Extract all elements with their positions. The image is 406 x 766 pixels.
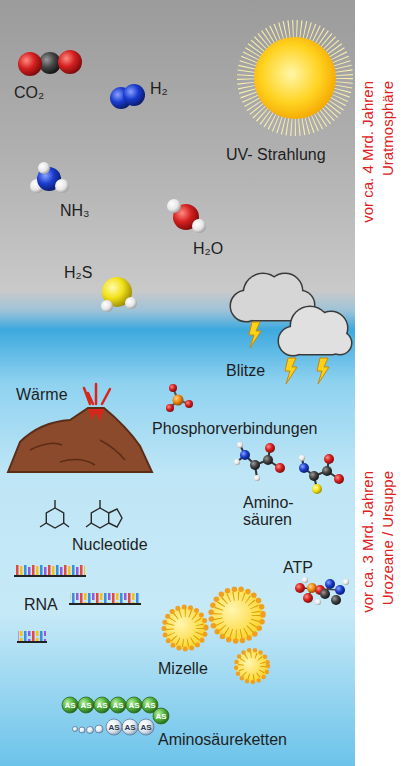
- amino-acid-bead-label-box: AS: [112, 701, 123, 710]
- molecule-label: NH₃: [60, 202, 90, 220]
- era-label-box: vor ca. 3 Mrd. Jahren Urozeane / Ursuppe: [358, 471, 398, 656]
- molecule-label: H₂: [150, 80, 168, 98]
- amino-acid-bead-label: AS: [140, 723, 151, 732]
- atp-molecule: [295, 577, 349, 605]
- amino-acid-bead-label-box: AS: [64, 701, 75, 710]
- compound-label-box: ATP: [283, 559, 313, 577]
- h2s-molecule: [101, 277, 137, 312]
- amino-acid-bead-label-box: AS: [124, 723, 135, 732]
- amino-acid-bead-label-box: AS: [155, 712, 166, 721]
- structure-label-box: Mizelle: [158, 660, 208, 678]
- molecule-label: CO₂: [14, 84, 44, 102]
- amino-acid-bead-label-box: AS: [144, 701, 155, 710]
- radiation-label: UV- Strahlung: [226, 146, 326, 164]
- compound-label: RNA: [24, 596, 58, 614]
- h2-molecule: [110, 84, 145, 109]
- molecule-label-box: CO₂: [14, 84, 44, 102]
- era-label: vor ca. 3 Mrd. Jahren Urozeane / Ursuppe: [358, 471, 398, 656]
- amino-acid-bead-label-box: AS: [80, 701, 91, 710]
- molecule-label-box: H₂: [150, 80, 168, 98]
- era-label-box: vor ca. 4 Mrd. Jahren Uratmosphäre: [358, 81, 398, 266]
- amino-acid-bead-label: AS: [64, 701, 75, 710]
- era-label: vor ca. 4 Mrd. Jahren Uratmosphäre: [358, 81, 398, 266]
- h2o-molecule: [167, 199, 206, 233]
- heat-label: Wärme: [16, 386, 68, 404]
- amino-acid-bead-label-box: AS: [128, 701, 139, 710]
- structure-label-box: Aminosäureketten: [158, 731, 287, 749]
- co2-molecule: [18, 50, 82, 76]
- amino-acid-bead-label: AS: [155, 712, 166, 721]
- molecule-label: H₂S: [64, 264, 92, 282]
- amino-acid-molecules: [234, 442, 344, 494]
- amino-acid-bead-label: AS: [112, 701, 123, 710]
- compound-label: Phosphorverbindungen: [152, 420, 317, 438]
- amino-acid-bead-label: AS: [124, 723, 135, 732]
- nucleotide-structures: [40, 500, 122, 528]
- structure-label: Aminosäureketten: [158, 731, 287, 749]
- amino-acid-chain: [62, 697, 169, 735]
- compound-label-box: Amino- säuren: [243, 494, 307, 528]
- structure-label: Mizelle: [158, 660, 208, 678]
- radiation-label-box: UV- Strahlung: [226, 146, 326, 164]
- amino-acid-bead-label: AS: [108, 723, 119, 732]
- compound-label-box: Phosphorverbindungen: [152, 420, 317, 438]
- heat-label-box: Wärme: [16, 386, 68, 404]
- sun: [246, 29, 344, 127]
- phosphate-molecule: [166, 384, 193, 412]
- amino-acid-bead-label: AS: [96, 701, 107, 710]
- molecule-label-box: H₂S: [64, 264, 92, 282]
- lightning-label-box: Blitze: [226, 362, 265, 380]
- thunder-clouds: [231, 274, 351, 355]
- amino-acid-bead-label: AS: [144, 701, 155, 710]
- compound-label-box: RNA: [24, 596, 58, 614]
- rna-strands: [14, 565, 141, 642]
- amino-acid-bead-label-box: AS: [140, 723, 151, 732]
- lightning-label: Blitze: [226, 362, 265, 380]
- molecule-label-box: NH₃: [60, 202, 90, 220]
- molecule-label: H₂O: [193, 240, 223, 258]
- molecule-label-box: H₂O: [193, 240, 223, 258]
- volcano: [8, 384, 152, 472]
- compound-label: Amino- säuren: [243, 494, 307, 528]
- amino-acid-bead-label-box: AS: [108, 723, 119, 732]
- amino-acid-bead-label: AS: [128, 701, 139, 710]
- compound-label: ATP: [283, 559, 313, 577]
- compound-label-box: Nucleotide: [72, 536, 148, 554]
- amino-acid-bead-label-box: AS: [96, 701, 107, 710]
- nh3-molecule: [30, 162, 69, 193]
- compound-label: Nucleotide: [72, 536, 148, 554]
- amino-acid-bead-label: AS: [80, 701, 91, 710]
